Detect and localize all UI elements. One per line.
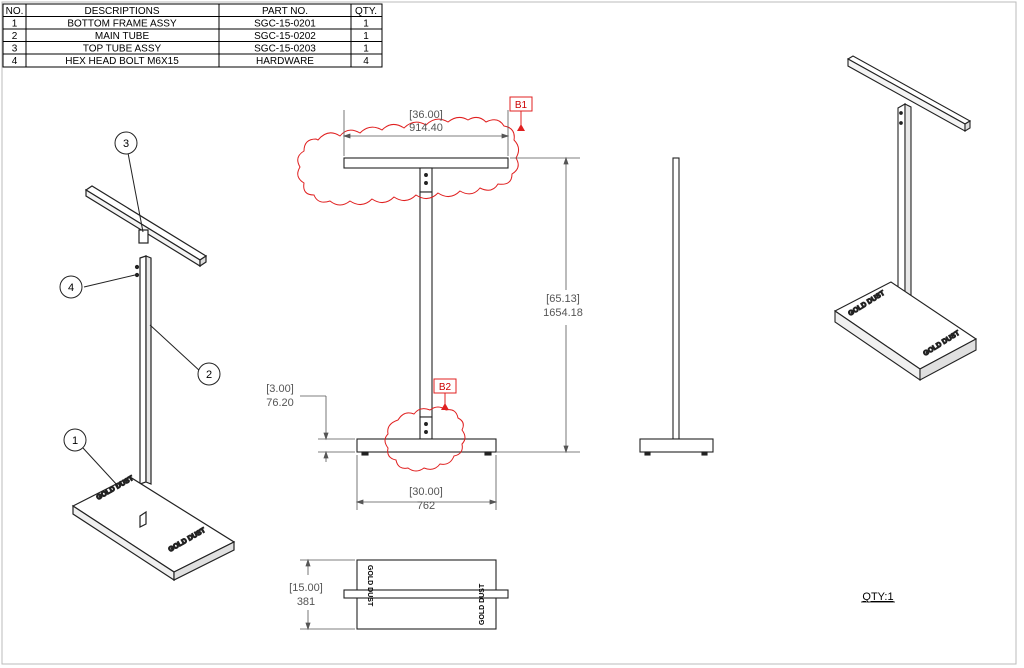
revision-tag-b1-label: B1 — [515, 100, 528, 111]
bom-header-desc: DESCRIPTIONS — [84, 6, 159, 17]
front-bracket — [419, 167, 433, 193]
bom-row-desc: TOP TUBE ASSY — [83, 44, 162, 55]
bom-row-qty: 1 — [363, 19, 369, 30]
bom-row-part: SGC-15-0201 — [254, 19, 316, 30]
exploded-top-tube — [84, 185, 208, 268]
bom-row-no: 3 — [12, 44, 18, 55]
bom-row-part: SGC-15-0202 — [254, 31, 316, 42]
revision-cloud-b2 — [384, 406, 466, 472]
qty-note: QTY:1 — [862, 591, 893, 603]
balloon-leaders — [82, 152, 202, 487]
balloon-2: 2 — [197, 362, 221, 386]
exploded-main-tube — [134, 255, 152, 485]
top-view — [343, 559, 509, 630]
balloon-4-label: 4 — [68, 282, 74, 294]
revision-tag-b1: B1 — [509, 96, 533, 131]
dim-base-thk-in: [3.00] — [266, 383, 294, 395]
dim-height-in: [65.13] — [546, 293, 580, 305]
dim-top-width-in: [36.00] — [409, 109, 443, 121]
exploded-view: GOLD DUST GOLD DUST — [71, 152, 236, 582]
dimension-base-depth — [300, 558, 355, 631]
bom-header-part: PART NO. — [262, 6, 308, 17]
dimension-height — [496, 156, 580, 454]
revision-tag-b2-label: B2 — [439, 382, 452, 393]
front-lower-bracket — [419, 416, 433, 440]
bom-row-part: SGC-15-0203 — [254, 44, 316, 55]
iso-view: GOLD DUST GOLD DUST — [833, 55, 978, 382]
bom-row-desc: BOTTOM FRAME ASSY — [67, 19, 177, 30]
bom-row-no: 1 — [12, 19, 18, 30]
balloon-3-label: 3 — [123, 138, 129, 150]
dimension-base-thickness — [300, 395, 355, 462]
revision-tag-b2: B2 — [433, 378, 457, 410]
bom-row-desc: HEX HEAD BOLT M6X15 — [65, 56, 179, 67]
balloon-3: 3 — [114, 131, 138, 155]
front-main-tube — [419, 191, 433, 418]
balloon-1-label: 1 — [72, 435, 78, 447]
top-view-tube — [343, 589, 509, 599]
iso-base — [833, 281, 978, 382]
iso-top-tube — [846, 55, 972, 132]
dim-base-thk-mm: 76.20 — [266, 397, 294, 409]
bom-row-qty: 4 — [363, 56, 369, 67]
bom-row-part: HARDWARE — [256, 56, 314, 67]
balloon-4: 4 — [59, 275, 83, 299]
dim-height-mm: 1654.18 — [543, 307, 583, 319]
bom-row-qty: 1 — [363, 44, 369, 55]
top-view-logo-right: GOLD DUST — [479, 583, 486, 625]
exploded-base: GOLD DUST GOLD DUST — [71, 474, 236, 582]
bom-row-no: 2 — [12, 31, 18, 42]
side-view — [639, 157, 714, 456]
dimension-base-width — [355, 455, 498, 510]
top-view-logo-left: GOLD DUST — [366, 565, 373, 607]
bom-row-qty: 1 — [363, 31, 369, 42]
dim-top-width-mm: 914.40 — [409, 122, 443, 134]
front-view — [343, 157, 509, 456]
side-base — [639, 438, 714, 453]
balloon-1: 1 — [63, 428, 87, 452]
dim-base-depth-mm: 381 — [297, 596, 315, 608]
bom-row-desc: MAIN TUBE — [95, 31, 150, 42]
bom-row-no: 4 — [12, 56, 18, 67]
dim-base-width-in: [30.00] — [409, 486, 443, 498]
dimension-top-width — [342, 110, 510, 156]
bom-table: NO. DESCRIPTIONS PART NO. QTY. 1 BOTTOM … — [2, 3, 383, 68]
bom-header-no: NO. — [6, 6, 24, 17]
front-top-tube — [343, 157, 509, 169]
dim-base-width-mm: 762 — [417, 500, 435, 512]
dim-base-depth-in: [15.00] — [289, 582, 323, 594]
balloon-2-label: 2 — [206, 369, 212, 381]
revision-cloud-b1 — [297, 116, 520, 206]
front-base — [356, 438, 497, 453]
side-main-tube — [672, 157, 680, 440]
bom-header-qty: QTY. — [355, 6, 377, 17]
